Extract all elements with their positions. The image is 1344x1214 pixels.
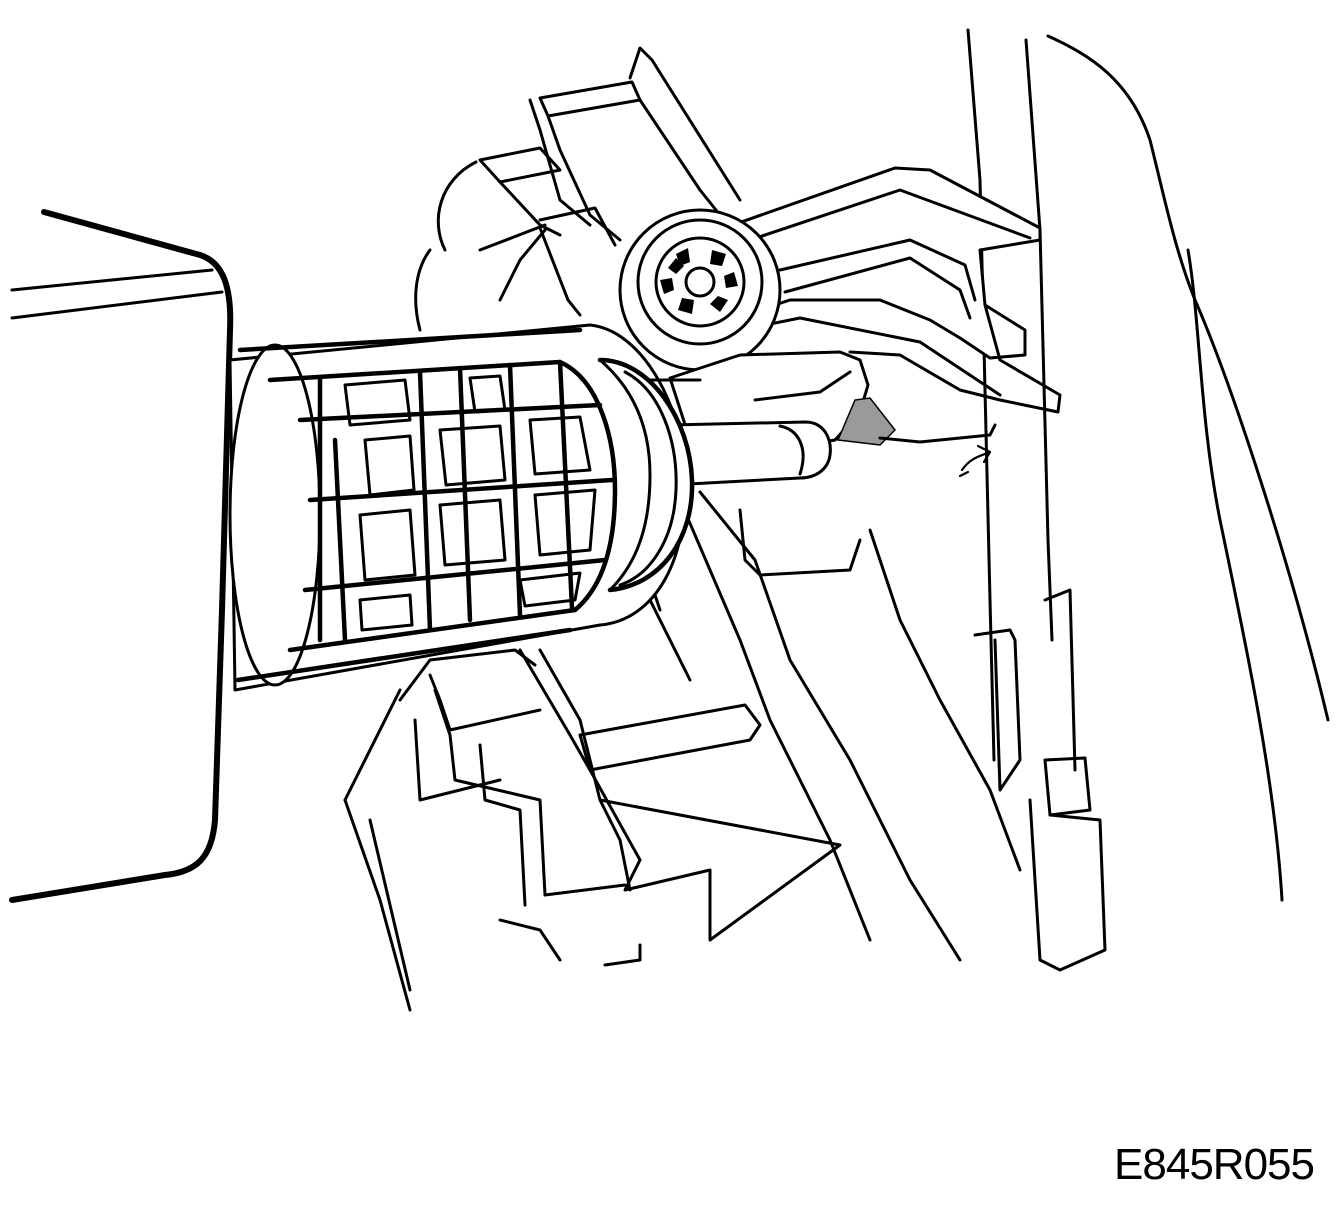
lower-housing (678, 490, 1107, 972)
left-cover (9, 209, 234, 903)
bottom-bracket (343, 578, 842, 1012)
right-panel-edge (966, 28, 1330, 902)
upper-housing (414, 46, 742, 332)
release-lever (618, 166, 1062, 414)
figure-id-label: E845R055 (1114, 1140, 1315, 1189)
shaft (668, 420, 832, 487)
cylinder-connector (228, 323, 702, 692)
